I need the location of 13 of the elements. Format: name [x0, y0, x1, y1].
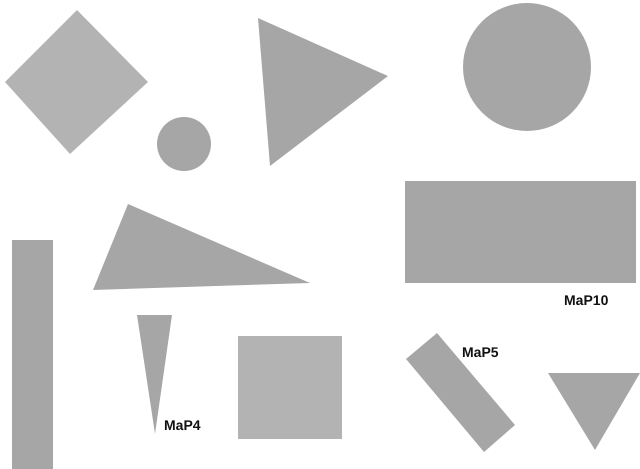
bar-shape	[406, 333, 515, 452]
triangle-shape	[93, 204, 310, 290]
diamond-shape	[5, 10, 148, 154]
circle-shape	[157, 117, 211, 171]
circle-shape	[463, 3, 591, 131]
triangle-shape	[548, 373, 640, 450]
shape-label: MaP5	[462, 344, 499, 360]
triangle-shape	[258, 18, 388, 166]
rectangle-shape	[238, 336, 342, 439]
rectangle-shape	[405, 181, 636, 283]
shape-label: MaP10	[564, 292, 608, 308]
bar-shape	[12, 240, 53, 469]
shape-label: MaP4	[164, 417, 201, 433]
